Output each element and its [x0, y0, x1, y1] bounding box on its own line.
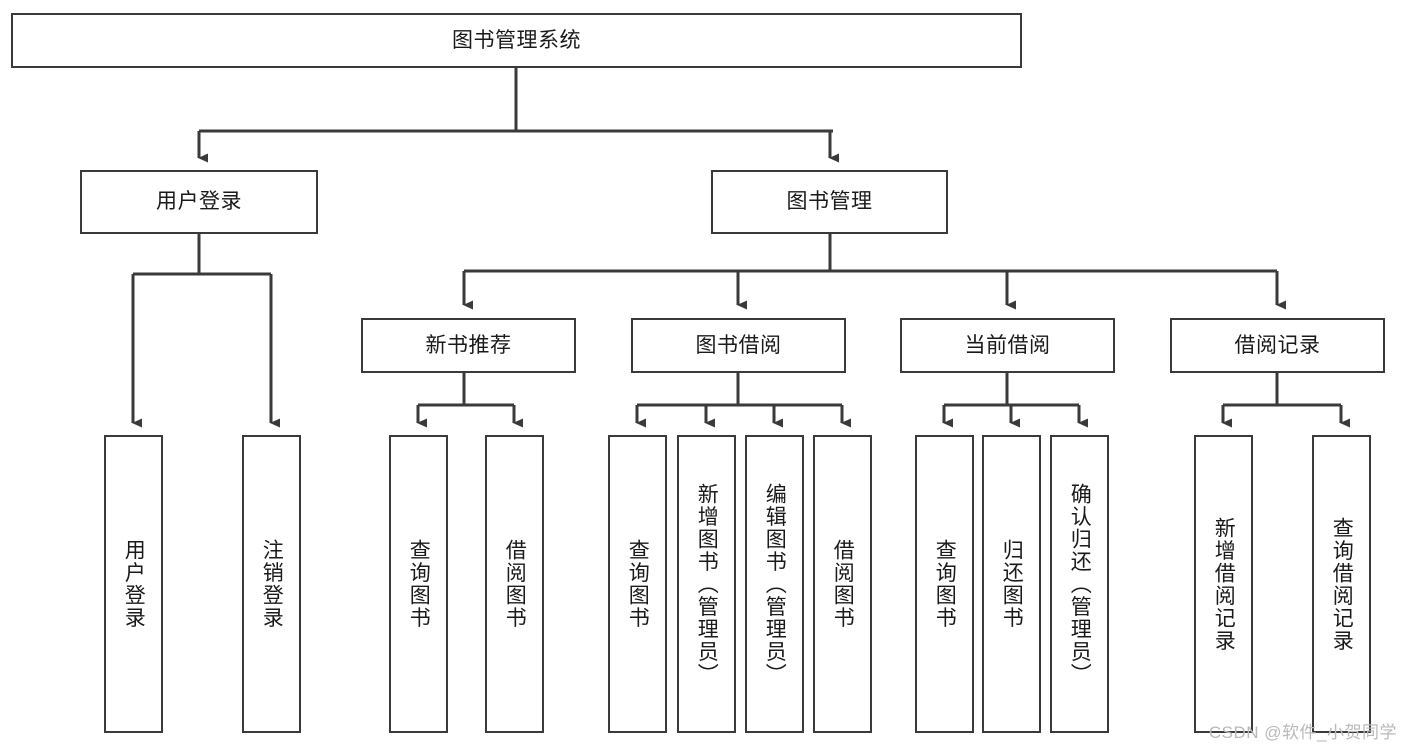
- node-label: 用户登录: [122, 539, 146, 629]
- node-leaf-return-book[interactable]: 归还图书: [982, 435, 1041, 733]
- node-leaf-user-login[interactable]: 用户登录: [104, 435, 163, 733]
- node-leaf-confirm-return-admin[interactable]: 确认归还（管理员）: [1050, 435, 1109, 733]
- node-label: 新书推荐: [425, 333, 512, 357]
- node-label: 借阅图书: [503, 539, 527, 629]
- node-label: 编辑图书（管理员）: [763, 482, 787, 686]
- node-book-manage[interactable]: 图书管理: [711, 170, 948, 234]
- node-label: 用户登录: [156, 190, 242, 214]
- csdn-watermark: CSDN @软件_小贺同学: [1208, 723, 1397, 742]
- node-label: 图书管理系统: [452, 28, 581, 52]
- node-leaf-borrow-book-recommend[interactable]: 借阅图书: [485, 435, 544, 733]
- node-book-borrow[interactable]: 图书借阅: [631, 318, 846, 373]
- node-leaf-query-borrow-record[interactable]: 查询借阅记录: [1312, 435, 1371, 733]
- node-label: 确认归还（管理员）: [1068, 482, 1092, 686]
- node-leaf-query-book-recommend[interactable]: 查询图书: [389, 435, 448, 733]
- node-label: 查询图书: [626, 539, 650, 629]
- node-leaf-add-borrow-record[interactable]: 新增借阅记录: [1194, 435, 1253, 733]
- node-user-login[interactable]: 用户登录: [80, 170, 318, 234]
- node-current-borrow[interactable]: 当前借阅: [900, 318, 1115, 373]
- node-label: 查询图书: [407, 539, 431, 629]
- node-label: 归还图书: [1000, 539, 1024, 629]
- node-label: 新增借阅记录: [1212, 516, 1236, 652]
- node-leaf-add-book-admin[interactable]: 新增图书（管理员）: [677, 435, 736, 733]
- node-label: 图书借阅: [695, 333, 782, 357]
- node-label: 借阅图书: [831, 539, 855, 629]
- node-label: 图书管理: [786, 190, 873, 214]
- node-leaf-user-logout[interactable]: 注销登录: [242, 435, 301, 733]
- node-label: 借阅记录: [1234, 333, 1321, 357]
- node-leaf-borrow-book[interactable]: 借阅图书: [813, 435, 872, 733]
- node-new-book-recommend[interactable]: 新书推荐: [361, 318, 576, 373]
- node-leaf-edit-book-admin[interactable]: 编辑图书（管理员）: [745, 435, 804, 733]
- node-leaf-query-book-borrow[interactable]: 查询图书: [608, 435, 667, 733]
- node-root-book-management-system[interactable]: 图书管理系统: [11, 13, 1022, 68]
- node-label: 注销登录: [260, 539, 284, 629]
- node-label: 新增图书（管理员）: [695, 482, 719, 686]
- node-leaf-query-book-current[interactable]: 查询图书: [915, 435, 974, 733]
- node-label: 查询图书: [933, 539, 957, 629]
- node-label: 查询借阅记录: [1330, 516, 1354, 652]
- node-label: 当前借阅: [964, 333, 1051, 357]
- node-borrow-record[interactable]: 借阅记录: [1170, 318, 1385, 373]
